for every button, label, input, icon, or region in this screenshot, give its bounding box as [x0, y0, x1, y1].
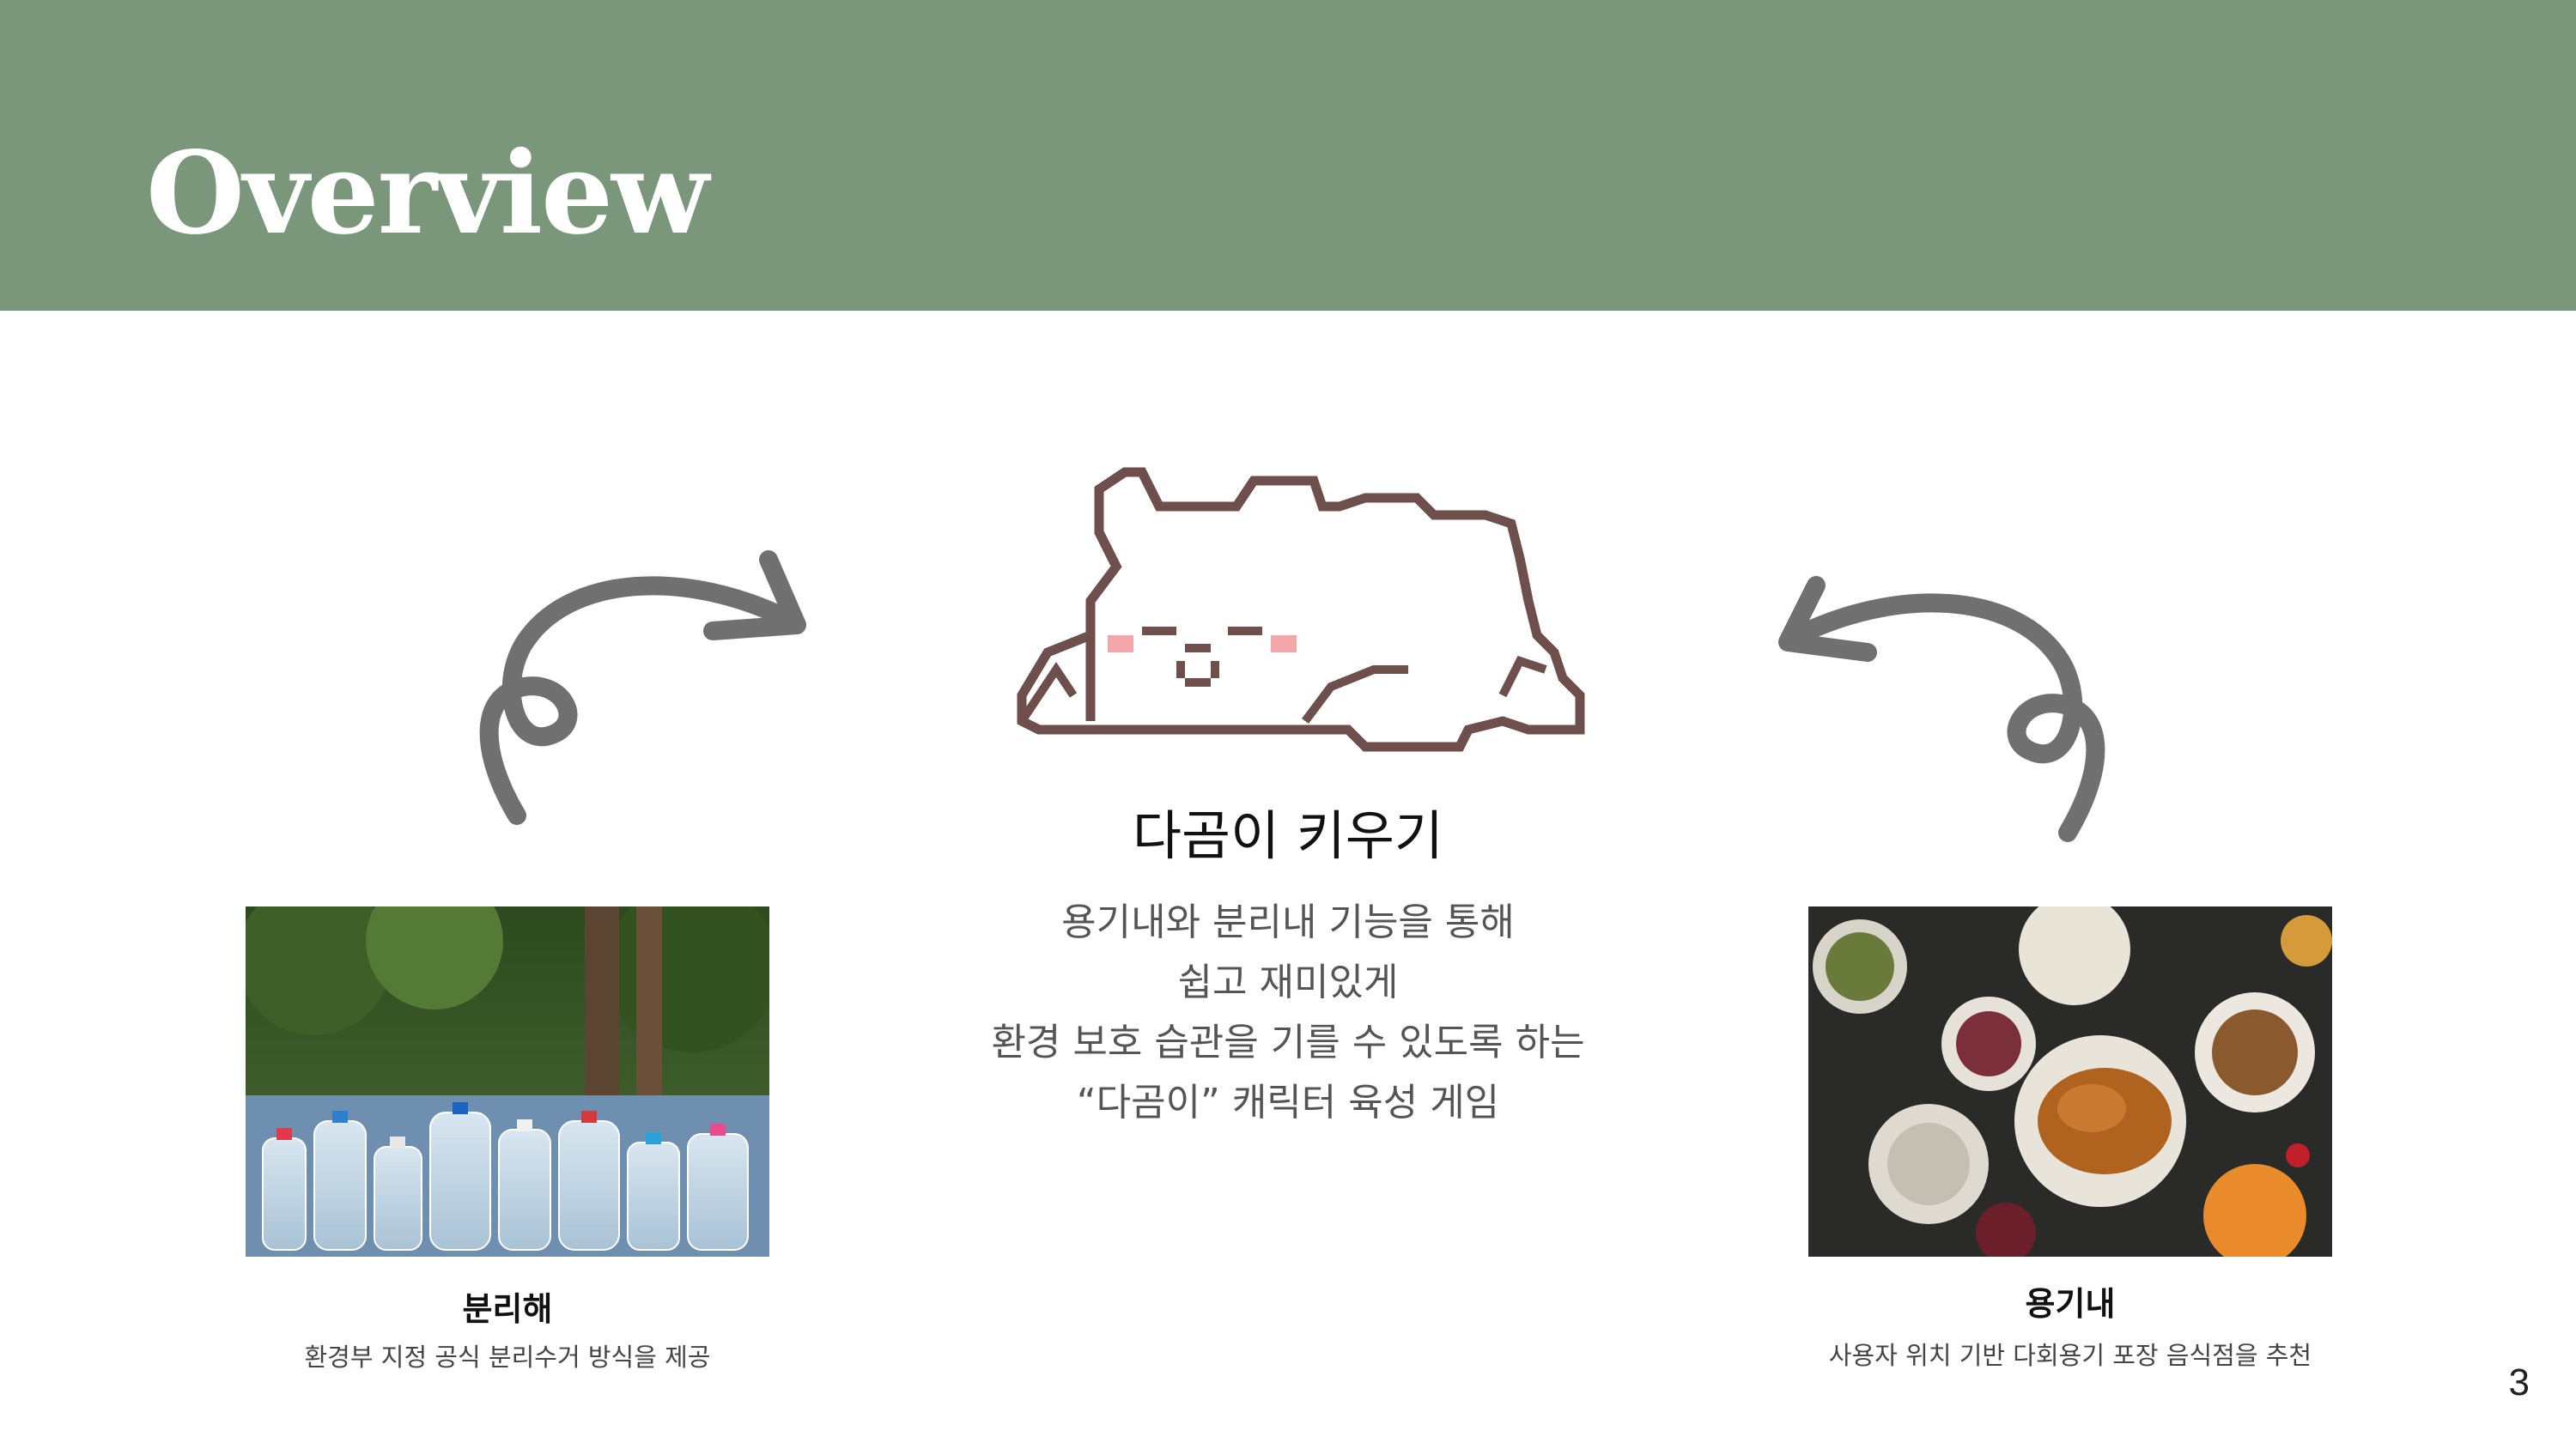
description-line: “다곰이” 캐릭터 육성 게임 — [1076, 1081, 1500, 1125]
bear-mascot-image — [1017, 467, 1585, 752]
game-title: 다곰이 키우기 — [1133, 804, 1443, 867]
recycle-feature-title: 분리해 — [462, 1290, 553, 1328]
page-number: 3 — [2508, 1361, 2530, 1404]
description-line: 용기내와 분리내 기능을 통해 — [1061, 900, 1515, 944]
food-table-photo — [1808, 906, 2332, 1257]
plastic-bottles-photo — [246, 906, 769, 1257]
description-line: 쉽고 재미있게 — [1177, 961, 1399, 1004]
curly-arrow-left-icon — [479, 550, 806, 825]
game-description: 용기내와 분리내 기능을 통해 쉽고 재미있게 환경 보호 습관을 기를 수 있… — [902, 893, 1674, 1133]
description-line: 환경 보호 습관을 기를 수 있도록 하는 — [991, 1021, 1585, 1064]
container-feature-title: 용기내 — [2025, 1285, 2116, 1323]
container-feature-description: 사용자 위치 기반 다회용기 포장 음식점을 추천 — [1828, 1341, 2312, 1370]
header-bar: Overview — [0, 0, 2576, 311]
curly-arrow-right-icon — [1778, 576, 2105, 842]
page-title: Overview — [146, 127, 709, 260]
recycle-feature-description: 환경부 지정 공식 분리수거 방식을 제공 — [304, 1343, 711, 1372]
